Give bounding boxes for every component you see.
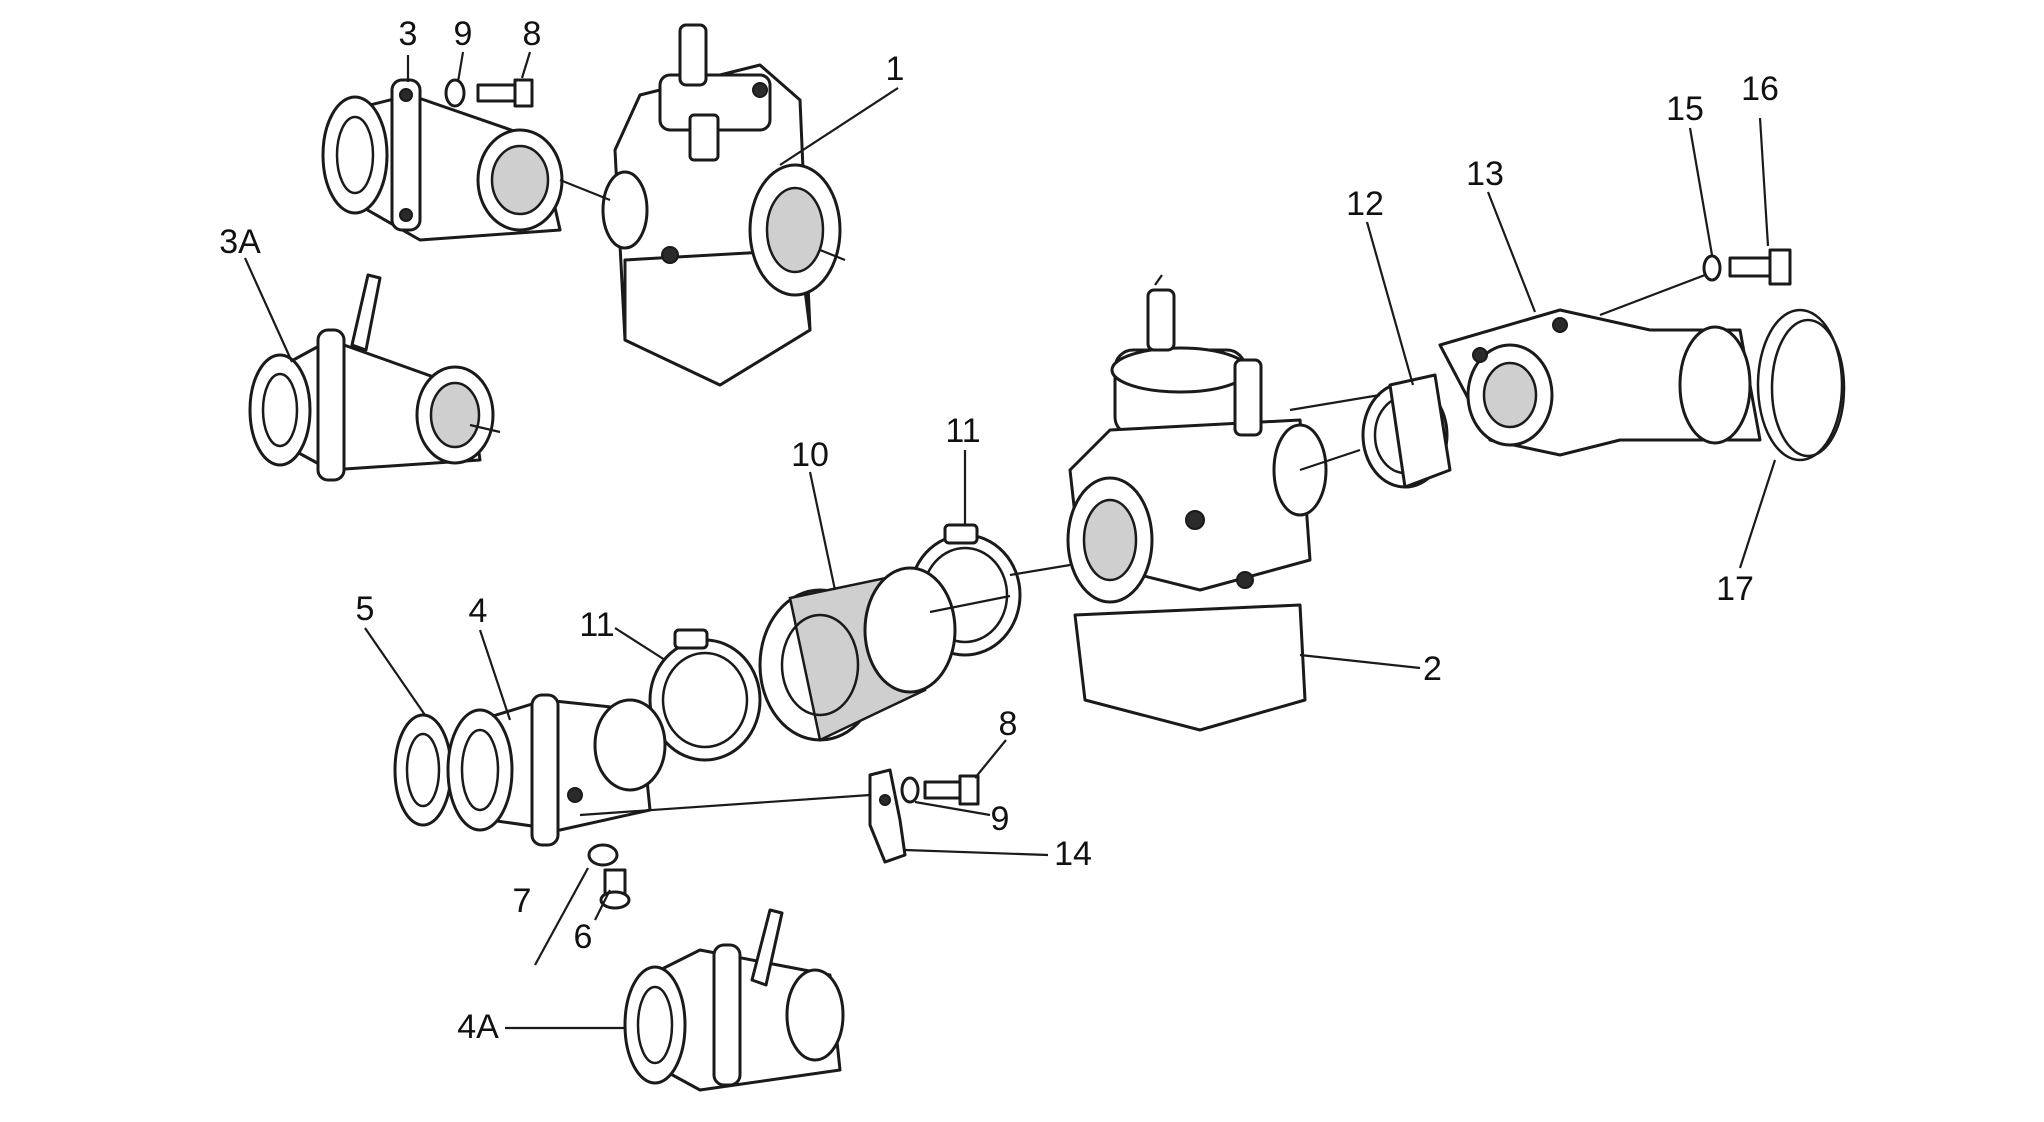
- callout-16: 16: [1741, 70, 1779, 108]
- callout-13: 13: [1466, 155, 1504, 193]
- callout-4a: 4A: [457, 1008, 499, 1046]
- callout-10: 10: [791, 436, 829, 474]
- part-14-bracket: [868, 768, 907, 864]
- alignment-lines: [469, 178, 1706, 817]
- callout-3: 3: [399, 15, 418, 53]
- callout-3a: 3A: [219, 223, 261, 261]
- part-7-washer: [587, 843, 619, 867]
- part-12-sleeve: [1361, 373, 1452, 489]
- callout-8-bottom: 8: [999, 705, 1018, 743]
- callout-6: 6: [574, 918, 593, 956]
- part-4a-intake-manifold-with-nipple: [623, 908, 845, 1092]
- callout-12: 12: [1346, 185, 1384, 223]
- part-13-intake-elbow: [1438, 308, 1762, 457]
- part-17-spring-clip: [1756, 308, 1846, 462]
- callout-11-right: 11: [945, 412, 980, 450]
- callout-2: 2: [1423, 650, 1442, 688]
- callout-5: 5: [356, 590, 375, 628]
- part-3-intake-manifold: [321, 78, 564, 242]
- part-11-clamp-left: [648, 628, 762, 762]
- leader-lines: [243, 51, 1777, 1030]
- callout-7: 7: [513, 882, 532, 920]
- callout-4: 4: [469, 592, 488, 630]
- callout-1: 1: [886, 50, 905, 88]
- callout-15: 15: [1666, 90, 1704, 128]
- part-6-screw: [599, 868, 631, 910]
- part-10-air-filter: [758, 566, 957, 742]
- part-16-screw: [1728, 248, 1792, 286]
- part-8-screw-bottom: [923, 774, 980, 806]
- part-5-gasket: [393, 713, 453, 827]
- callout-14: 14: [1054, 835, 1092, 873]
- part-9-washer-bottom: [900, 776, 920, 804]
- part-1-carburettor: [601, 23, 842, 387]
- part-15-washer: [1702, 254, 1722, 282]
- part-2-carburettor: [1066, 288, 1328, 732]
- part-8-screw-top: [476, 78, 534, 108]
- callout-8-top: 8: [523, 15, 542, 53]
- callout-labels: 1 2 3 9 8 3A 5 4 11 10 11 8 9 14 7 6 4A …: [219, 15, 1779, 1046]
- callout-17: 17: [1716, 570, 1754, 608]
- callout-9-bottom: 9: [991, 800, 1010, 838]
- callout-11-left: 11: [579, 606, 614, 644]
- callout-9-top: 9: [454, 15, 473, 53]
- part-3a-intake-manifold-with-nipple: [248, 273, 495, 482]
- part-4-intake-manifold: [446, 693, 667, 847]
- part-9-washer-top: [444, 78, 466, 108]
